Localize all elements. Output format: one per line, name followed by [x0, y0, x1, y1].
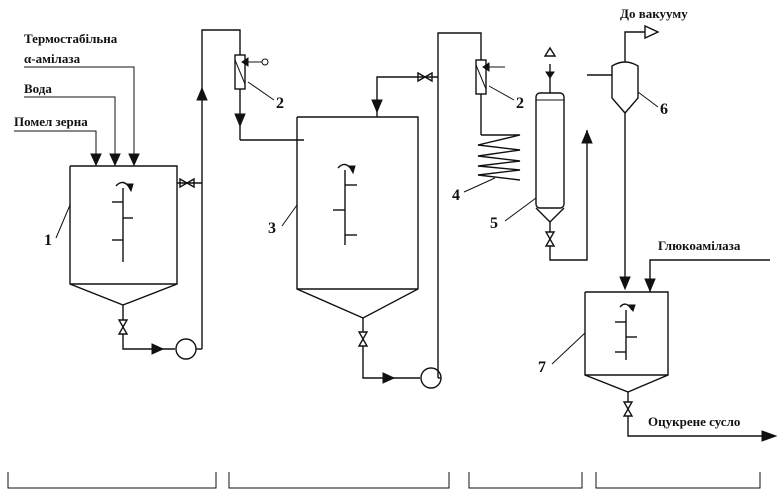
- label-number-1: 1: [44, 232, 52, 249]
- label-output: Оцукрене сусло: [648, 414, 740, 429]
- label-enzyme-line1: Термостабільна: [24, 31, 118, 46]
- vessel-1-outlet: [117, 29, 241, 360]
- label-number-7: 7: [538, 359, 546, 376]
- separator-5: [535, 46, 612, 261]
- jet-heater-2a: [234, 54, 304, 141]
- label-number-2a: 2: [276, 95, 284, 112]
- holding-coil-4: [477, 134, 521, 181]
- stage-brackets: [7, 472, 761, 489]
- label-number-5: 5: [490, 215, 498, 232]
- label-grain: Помел зерна: [14, 114, 88, 129]
- label-number-2b: 2: [516, 95, 524, 112]
- vessel-3: [296, 116, 419, 319]
- label-number-6: 6: [660, 101, 668, 118]
- vessel-3-recirc: [371, 71, 438, 117]
- input-lines: [14, 66, 140, 167]
- label-enzyme-line2: α-амілаза: [24, 51, 81, 66]
- label-number-4: 4: [452, 187, 460, 204]
- label-glucoamylase: Глюкоамілаза: [658, 238, 741, 253]
- label-to-vacuum: До вакууму: [620, 6, 688, 21]
- saccharifier-7: [584, 259, 778, 442]
- jet-heater-2b: [475, 59, 505, 135]
- pump-1: [175, 338, 197, 360]
- valve-vessel1-side: [177, 177, 202, 189]
- vessel-1: [69, 165, 178, 306]
- vessel-3-outlet: [357, 32, 482, 389]
- vacuum-vessel-6: [611, 24, 660, 291]
- label-number-3: 3: [268, 220, 276, 237]
- label-water: Вода: [24, 81, 52, 96]
